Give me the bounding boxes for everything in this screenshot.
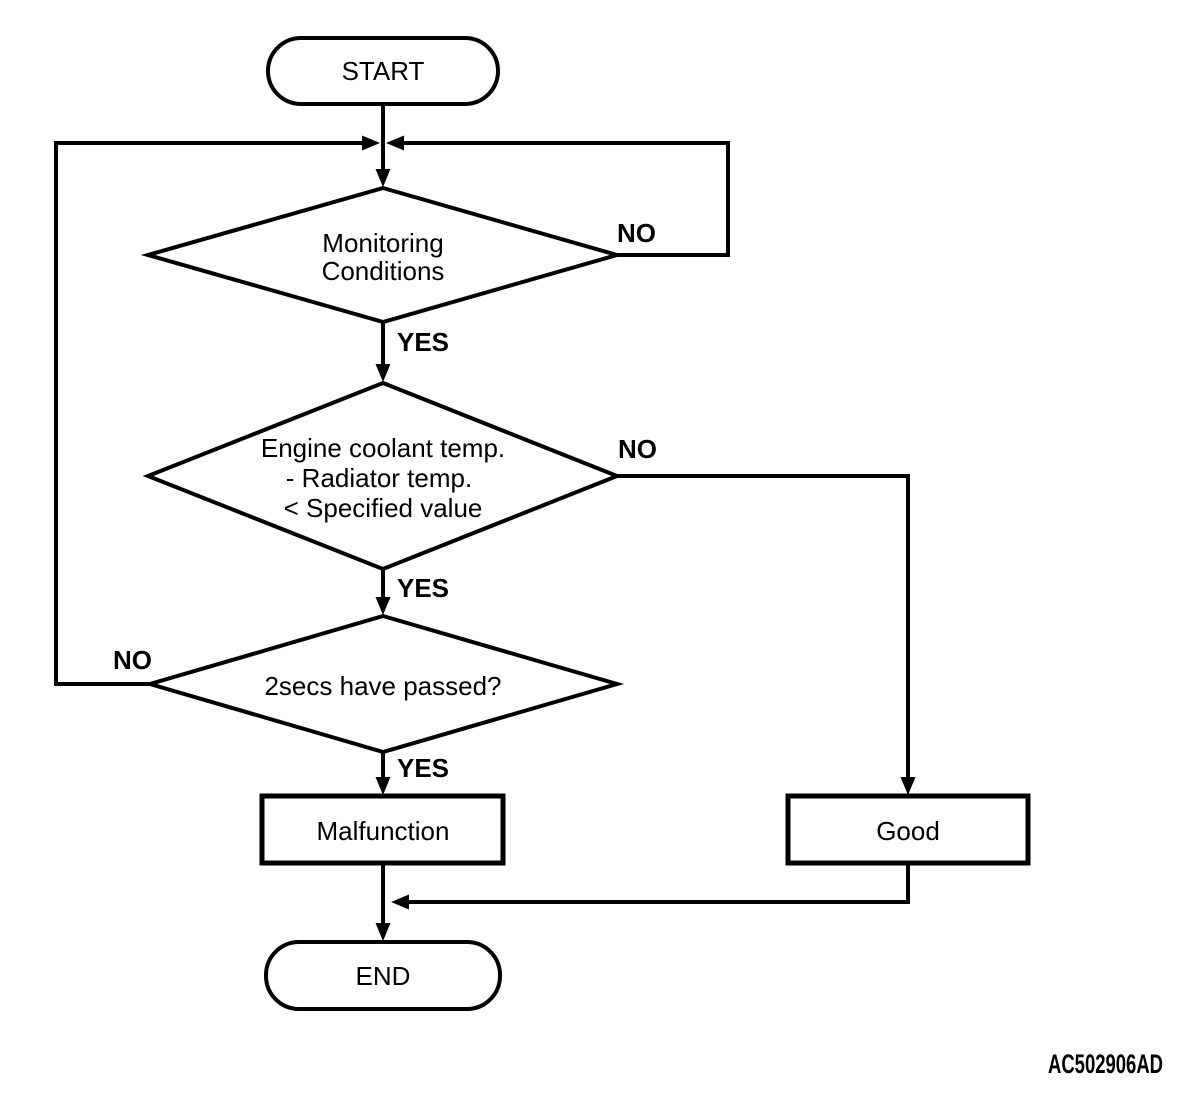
arrowhead-good-join xyxy=(391,894,409,910)
start-node xyxy=(266,36,500,106)
label-yes-monitoring: YES xyxy=(397,327,449,357)
label-yes-coolant: YES xyxy=(397,573,449,603)
coolant-label-line1: Engine coolant temp. xyxy=(261,433,505,463)
arrowhead-into-end xyxy=(375,923,391,941)
coolant-label-line3: < Specified value xyxy=(284,493,483,523)
label-yes-timer: YES xyxy=(397,753,449,783)
monitoring-label-line1: Monitoring xyxy=(322,228,443,258)
arrowhead-feedback-left xyxy=(362,135,380,151)
figure-code: AC502906AD xyxy=(1048,1049,1163,1079)
start-label: START xyxy=(342,56,425,86)
edge-timer-no-feedback xyxy=(54,141,363,686)
arrowhead-into-malfunction xyxy=(375,777,391,795)
edge-coolant-no xyxy=(617,474,910,779)
arrowhead-into-monitoring xyxy=(375,169,391,187)
timer-decision xyxy=(142,613,625,755)
malfunction-label: Malfunction xyxy=(317,816,450,846)
edge-good-to-join xyxy=(409,863,910,904)
arrowhead-into-coolant xyxy=(375,364,391,382)
label-no-coolant: NO xyxy=(618,434,657,464)
monitoring-conditions-decision xyxy=(140,185,625,325)
end-label: END xyxy=(356,961,411,991)
malfunction-node xyxy=(259,793,506,866)
coolant-temp-decision xyxy=(142,380,623,572)
timer-label: 2secs have passed? xyxy=(264,671,501,701)
end-node xyxy=(264,940,502,1011)
edge-monitoring-no-feedback xyxy=(404,141,730,257)
label-no-monitoring: NO xyxy=(617,218,656,248)
monitoring-label-line2: Conditions xyxy=(322,256,445,286)
arrowhead-into-good xyxy=(900,777,916,795)
good-label: Good xyxy=(876,816,940,846)
arrowhead-into-timer xyxy=(375,597,391,615)
label-no-timer: NO xyxy=(113,645,152,675)
good-node xyxy=(785,793,1031,866)
coolant-label-line2: - Radiator temp. xyxy=(286,463,472,493)
arrowhead-feedback-right xyxy=(386,135,404,151)
